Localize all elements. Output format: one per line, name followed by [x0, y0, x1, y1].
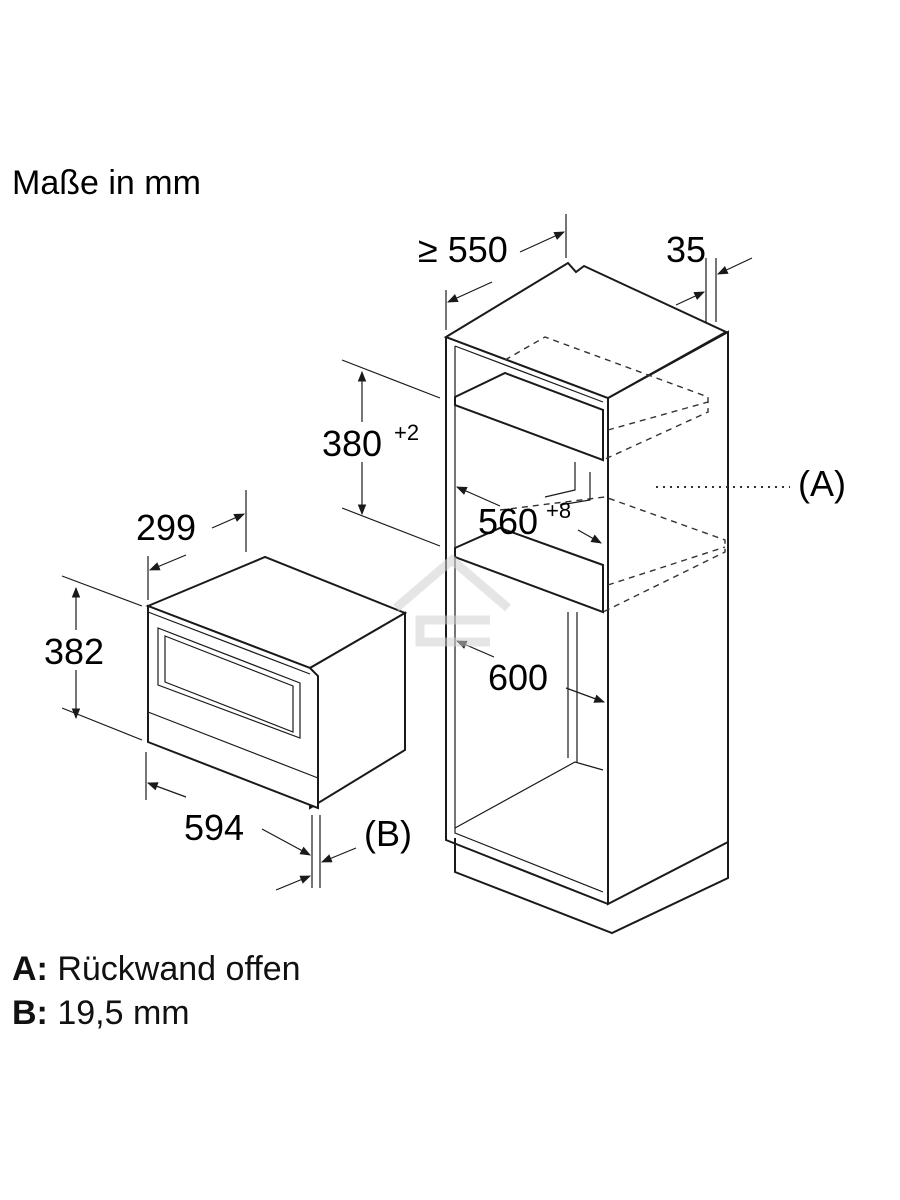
legend-key-b: B: — [12, 994, 48, 1032]
callout-b: (B) — [364, 813, 412, 854]
cabinet-width-label: 600 — [488, 657, 548, 698]
cabinet-plinth — [454, 838, 729, 935]
cabinet-inner-top — [454, 345, 604, 403]
legend-text-b: 19,5 mm — [57, 994, 190, 1032]
upper-shelf — [454, 371, 604, 462]
legend-key-a: A: — [12, 950, 48, 988]
house-logo-icon — [393, 554, 511, 647]
appliance — [145, 555, 408, 810]
legend-text-a: Rückwand offen — [57, 950, 301, 988]
depth-label: ≥ 550 — [418, 229, 508, 270]
appliance-width-label: 594 — [184, 807, 244, 848]
appliance-height-label: 382 — [44, 631, 104, 672]
appliance-dimensions: 299 382 594 (B) — [44, 490, 412, 891]
cabinet-front-left — [445, 337, 609, 905]
legend-item-a: A: Rückwand offen — [12, 950, 301, 988]
cabinet-top — [443, 261, 729, 400]
cabinet-inner-left — [454, 346, 604, 893]
opening-width-label: 560 — [478, 501, 538, 542]
legend-item-b: B: 19,5 mm — [12, 994, 190, 1032]
cabinet-side-panel — [607, 330, 729, 906]
opening-height-tolerance: +2 — [394, 420, 419, 445]
callout-a: (A) — [798, 463, 846, 504]
appliance-door — [147, 604, 319, 810]
opening-width-tolerance: +8 — [546, 498, 571, 523]
page-title: Maße in mm — [12, 164, 201, 202]
opening-height-label: 380 — [322, 423, 382, 464]
tall-cabinet — [443, 261, 729, 935]
open-back-lower — [499, 496, 726, 613]
appliance-control-strip — [147, 711, 319, 779]
appliance-depth-label: 299 — [136, 507, 196, 548]
cabinet-floor — [454, 761, 604, 829]
cabinet-dimensions: ≥ 550 35 380 +2 560 +8 600 (A) — [322, 214, 846, 703]
mid-shelf — [454, 526, 604, 614]
side-thickness-label: 35 — [666, 229, 706, 270]
appliance-window — [157, 627, 301, 739]
